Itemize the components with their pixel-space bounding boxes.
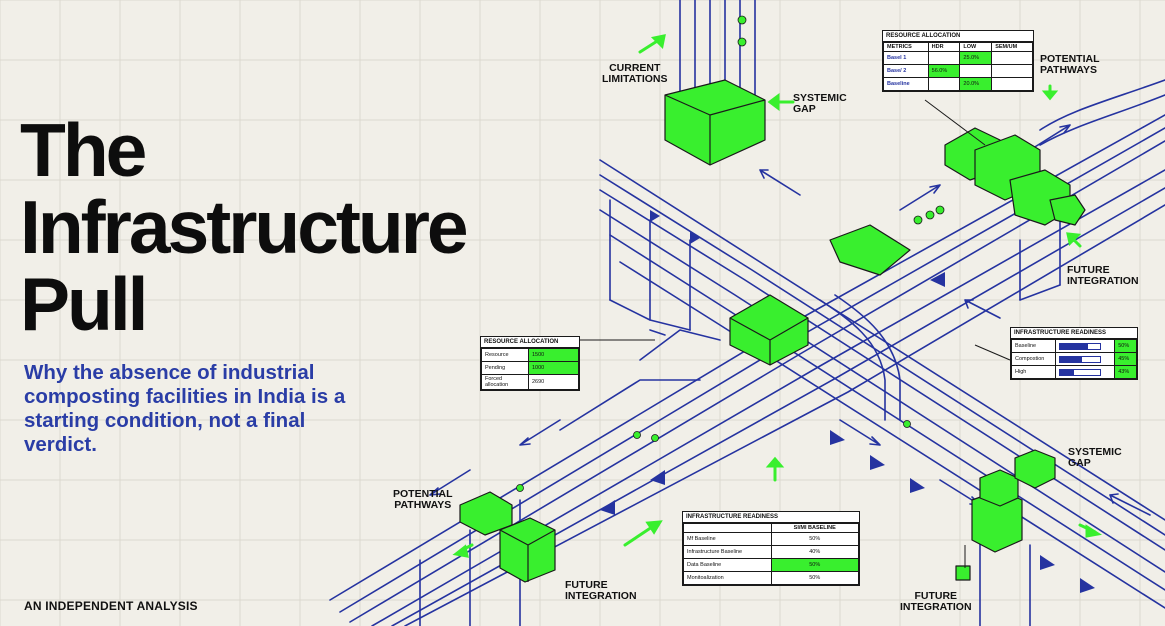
table-row: Baseline 50% [1011, 339, 1137, 353]
cross-conveyor-top [599, 159, 1165, 521]
table-row: Pending 1000 [481, 361, 579, 375]
readiness-bar [1058, 355, 1101, 363]
table-row: Monitoalization 50% [683, 571, 859, 585]
footer-note: AN INDEPENDENT ANALYSIS [24, 599, 198, 613]
table-row: Baseline 20.0% [883, 77, 1033, 91]
col-header: HDR [927, 42, 961, 52]
label-future-integration-bottom: FUTURE INTEGRATION [565, 579, 637, 602]
table-row: Basel 1 25.0% [883, 51, 1033, 65]
label-future-integration-right: FUTURE INTEGRATION [1067, 264, 1139, 287]
col-header: LOW [959, 42, 993, 52]
table-title: RESOURCE ALLOCATION [883, 31, 1033, 42]
block-bolt-2 [1014, 449, 1056, 489]
block-center [729, 294, 809, 366]
table-infrastructure-readiness-bottom: INFRASTRUCTURE READINESS SI/MI BASELINE … [682, 511, 860, 586]
table-resource-allocation-mid: RESOURCE ALLOCATION Resource 1500 Pendin… [480, 336, 580, 391]
title-line-1: The [20, 108, 147, 192]
table-row: Mf Baseline 50% [683, 532, 859, 546]
table-row: Forced allocation 2690 [481, 374, 579, 390]
table-title: INFRASTRUCTURE READINESS [1011, 328, 1137, 339]
label-future-integration-bottom-right: FUTURE INTEGRATION [900, 590, 972, 613]
col-header: METRICS [883, 42, 929, 52]
table-row: Base/ 2 56.0% [883, 64, 1033, 78]
page-subtitle: Why the absence of industrial composting… [24, 361, 346, 456]
readiness-bar [1058, 342, 1101, 350]
table-row: High 43% [1011, 365, 1137, 379]
block-bolt-1 [979, 469, 1019, 507]
label-systemic-gap-bottom: SYSTEMIC GAP [1068, 446, 1122, 469]
page-title: The Infrastructure Pull [20, 112, 580, 343]
label-potential-pathways-left: POTENTIAL PATHWAYS [393, 488, 453, 511]
table-row: Data Baseline 50% [683, 558, 859, 572]
table-infrastructure-readiness-right: INFRASTRUCTURE READINESS Baseline 50% Co… [1010, 327, 1138, 380]
label-potential-pathways-top: POTENTIAL PATHWAYS [1040, 53, 1100, 76]
block-shaft [664, 79, 766, 166]
title-line-2: Infrastructure [20, 185, 469, 269]
col-header: SI/MI BASELINE [770, 523, 859, 533]
table-title: INFRASTRUCTURE READINESS [683, 512, 859, 523]
table-title: RESOURCE ALLOCATION [481, 337, 579, 348]
table-row: Compostion 45% [1011, 352, 1137, 366]
title-line-3: Pull [20, 262, 149, 346]
block-junction [829, 224, 911, 276]
label-current-limitations: CURRENT LIMITATIONS [602, 62, 668, 85]
table-row: Resource 1500 [481, 348, 579, 362]
label-systemic-gap-top: SYSTEMIC GAP [793, 92, 847, 115]
col-header: SEM/UM [991, 42, 1033, 52]
table-resource-allocation-top: RESOURCE ALLOCATION METRICS HDR LOW SEM/… [882, 30, 1034, 92]
readiness-bar [1058, 368, 1101, 376]
table-row: Infrastructure Baseline 40% [683, 545, 859, 559]
